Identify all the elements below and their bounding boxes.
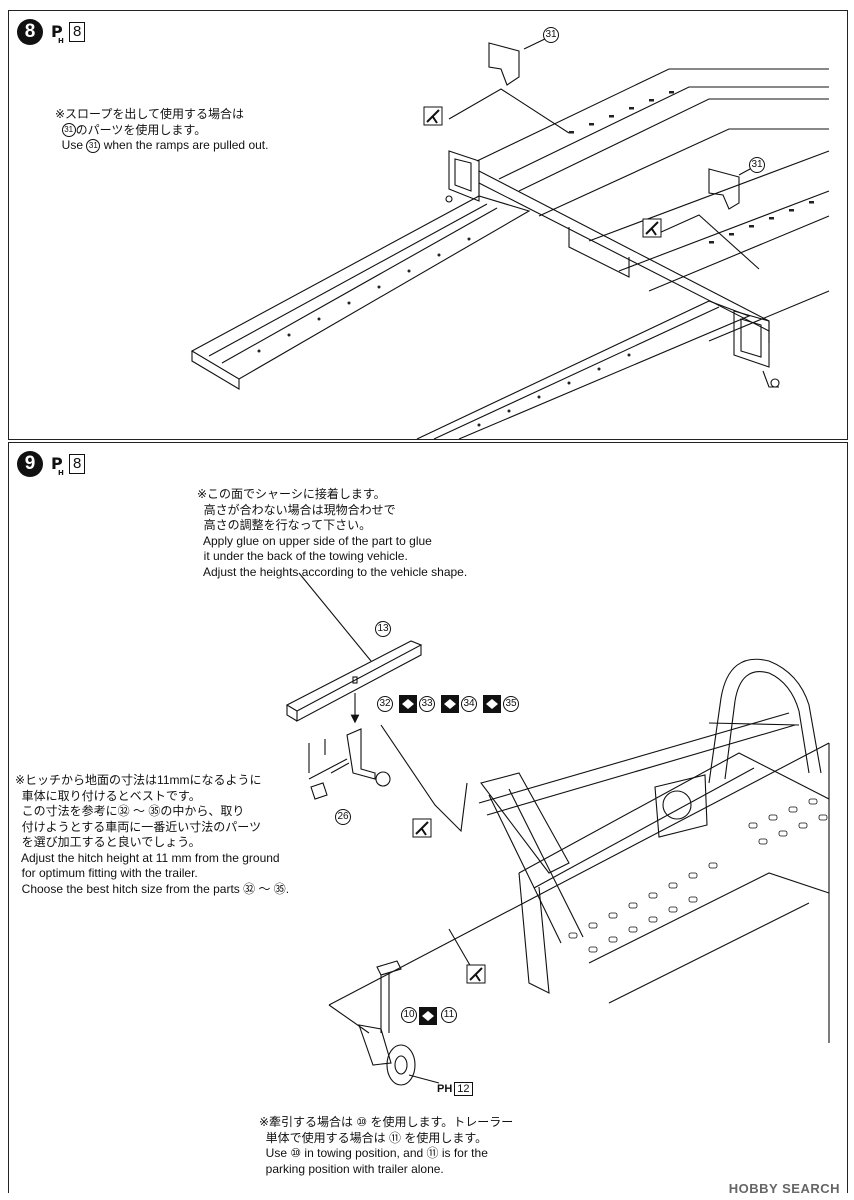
- glue-note-line: Adjust the heights according to the vehi…: [197, 564, 468, 579]
- glue-note-line: it under the back of the towing vehicle.: [197, 549, 408, 563]
- hitch-note-line: を選び加工すると良いでしょう。: [15, 835, 201, 849]
- callout-part-26: 26: [335, 809, 351, 825]
- step-9-illustration: [285, 572, 830, 1086]
- callout-part-10: 10: [401, 1007, 417, 1023]
- glue-note-line: Apply glue on upper side of the part to …: [197, 533, 432, 548]
- tow-note: ※牽引する場合は ⑩ を使用します。トレーラー 単体で使用する場合は ⑪ を使用…: [259, 1115, 513, 1177]
- hitch-note-line: Choose the best hitch size from the part…: [15, 881, 290, 896]
- swap-icons: [399, 695, 501, 1025]
- hitch-note: ※ヒッチから地面の寸法は11mmになるように 車体に取り付けるとベストです。 こ…: [15, 773, 289, 897]
- ramp-note-en-prefix: Use: [61, 138, 87, 152]
- step-8-illustration: [190, 36, 830, 439]
- glue-note-line: 高さの調整を行なって下さい。: [197, 518, 372, 532]
- deck-holes: [568, 798, 828, 953]
- paint-ref-number: 8: [69, 22, 86, 42]
- glue-note-line: ※この面でシャーシに接着します。: [197, 487, 386, 501]
- glue-note-line: 高さが合わない場合は現物合わせで: [197, 502, 396, 517]
- callout-part-11: 11: [441, 1007, 457, 1023]
- tow-note-line: Use ⑩ in towing position, and ⑪ is for t…: [259, 1146, 488, 1160]
- callout-part-31: 31: [749, 157, 765, 173]
- ramp-note-jp-1: ※スロープを出して使用する場合は: [55, 107, 244, 121]
- hitch-note-line: ※ヒッチから地面の寸法は11mmになるように: [15, 773, 262, 787]
- paint-ph12-prefix: PH: [437, 1083, 453, 1095]
- hitch-note-line: Adjust the hitch height at 11 mm from th…: [15, 850, 280, 865]
- glue-icon: [423, 106, 662, 238]
- glue-icon: [412, 818, 486, 984]
- tow-note-line: parking position with trailer alone.: [259, 1161, 444, 1176]
- callout-part-32: 32: [377, 696, 393, 712]
- tow-note-line: 単体で使用する場合は ⑪ を使用します。: [259, 1130, 488, 1145]
- callout-part-13: 13: [375, 621, 391, 637]
- paint-ref-number: 8: [69, 454, 86, 474]
- hitch-note-line: 付けようとする車両に一番近い寸法のパーツ: [15, 819, 262, 834]
- callout-part-31: 31: [543, 27, 559, 43]
- part-31-marker: 31: [61, 123, 76, 138]
- tow-note-line: ※牽引する場合は ⑩ を使用します。トレーラー: [259, 1115, 514, 1129]
- callout-part-35: 35: [503, 696, 519, 712]
- glue-note: ※この面でシャーシに接着します。 高さが合わない場合は現物合わせで 高さの調整を…: [197, 487, 467, 580]
- callout-part-34: 34: [461, 696, 477, 712]
- hitch-note-line: この寸法を参考に㉜ ～ ㉟の中から、取り: [15, 804, 245, 818]
- hitch-note-line: 車体に取り付けるとベストです。: [15, 788, 201, 803]
- hitch-note-line: for optimum fitting with the trailer.: [15, 866, 198, 880]
- watermark: HOBBY SEARCH: [728, 1181, 840, 1196]
- part-31-marker-en: 31: [86, 138, 101, 153]
- step-number-badge: 9: [17, 451, 43, 477]
- paint-ph12-number: 12: [454, 1082, 473, 1096]
- callout-part-33: 33: [419, 696, 435, 712]
- step-number-badge: 8: [17, 19, 43, 45]
- deck-slots: [257, 91, 814, 427]
- ramp-note-jp-2: のパーツを使用します。: [75, 122, 207, 137]
- ramp-note-en-suffix: when the ramps are pulled out.: [100, 138, 269, 152]
